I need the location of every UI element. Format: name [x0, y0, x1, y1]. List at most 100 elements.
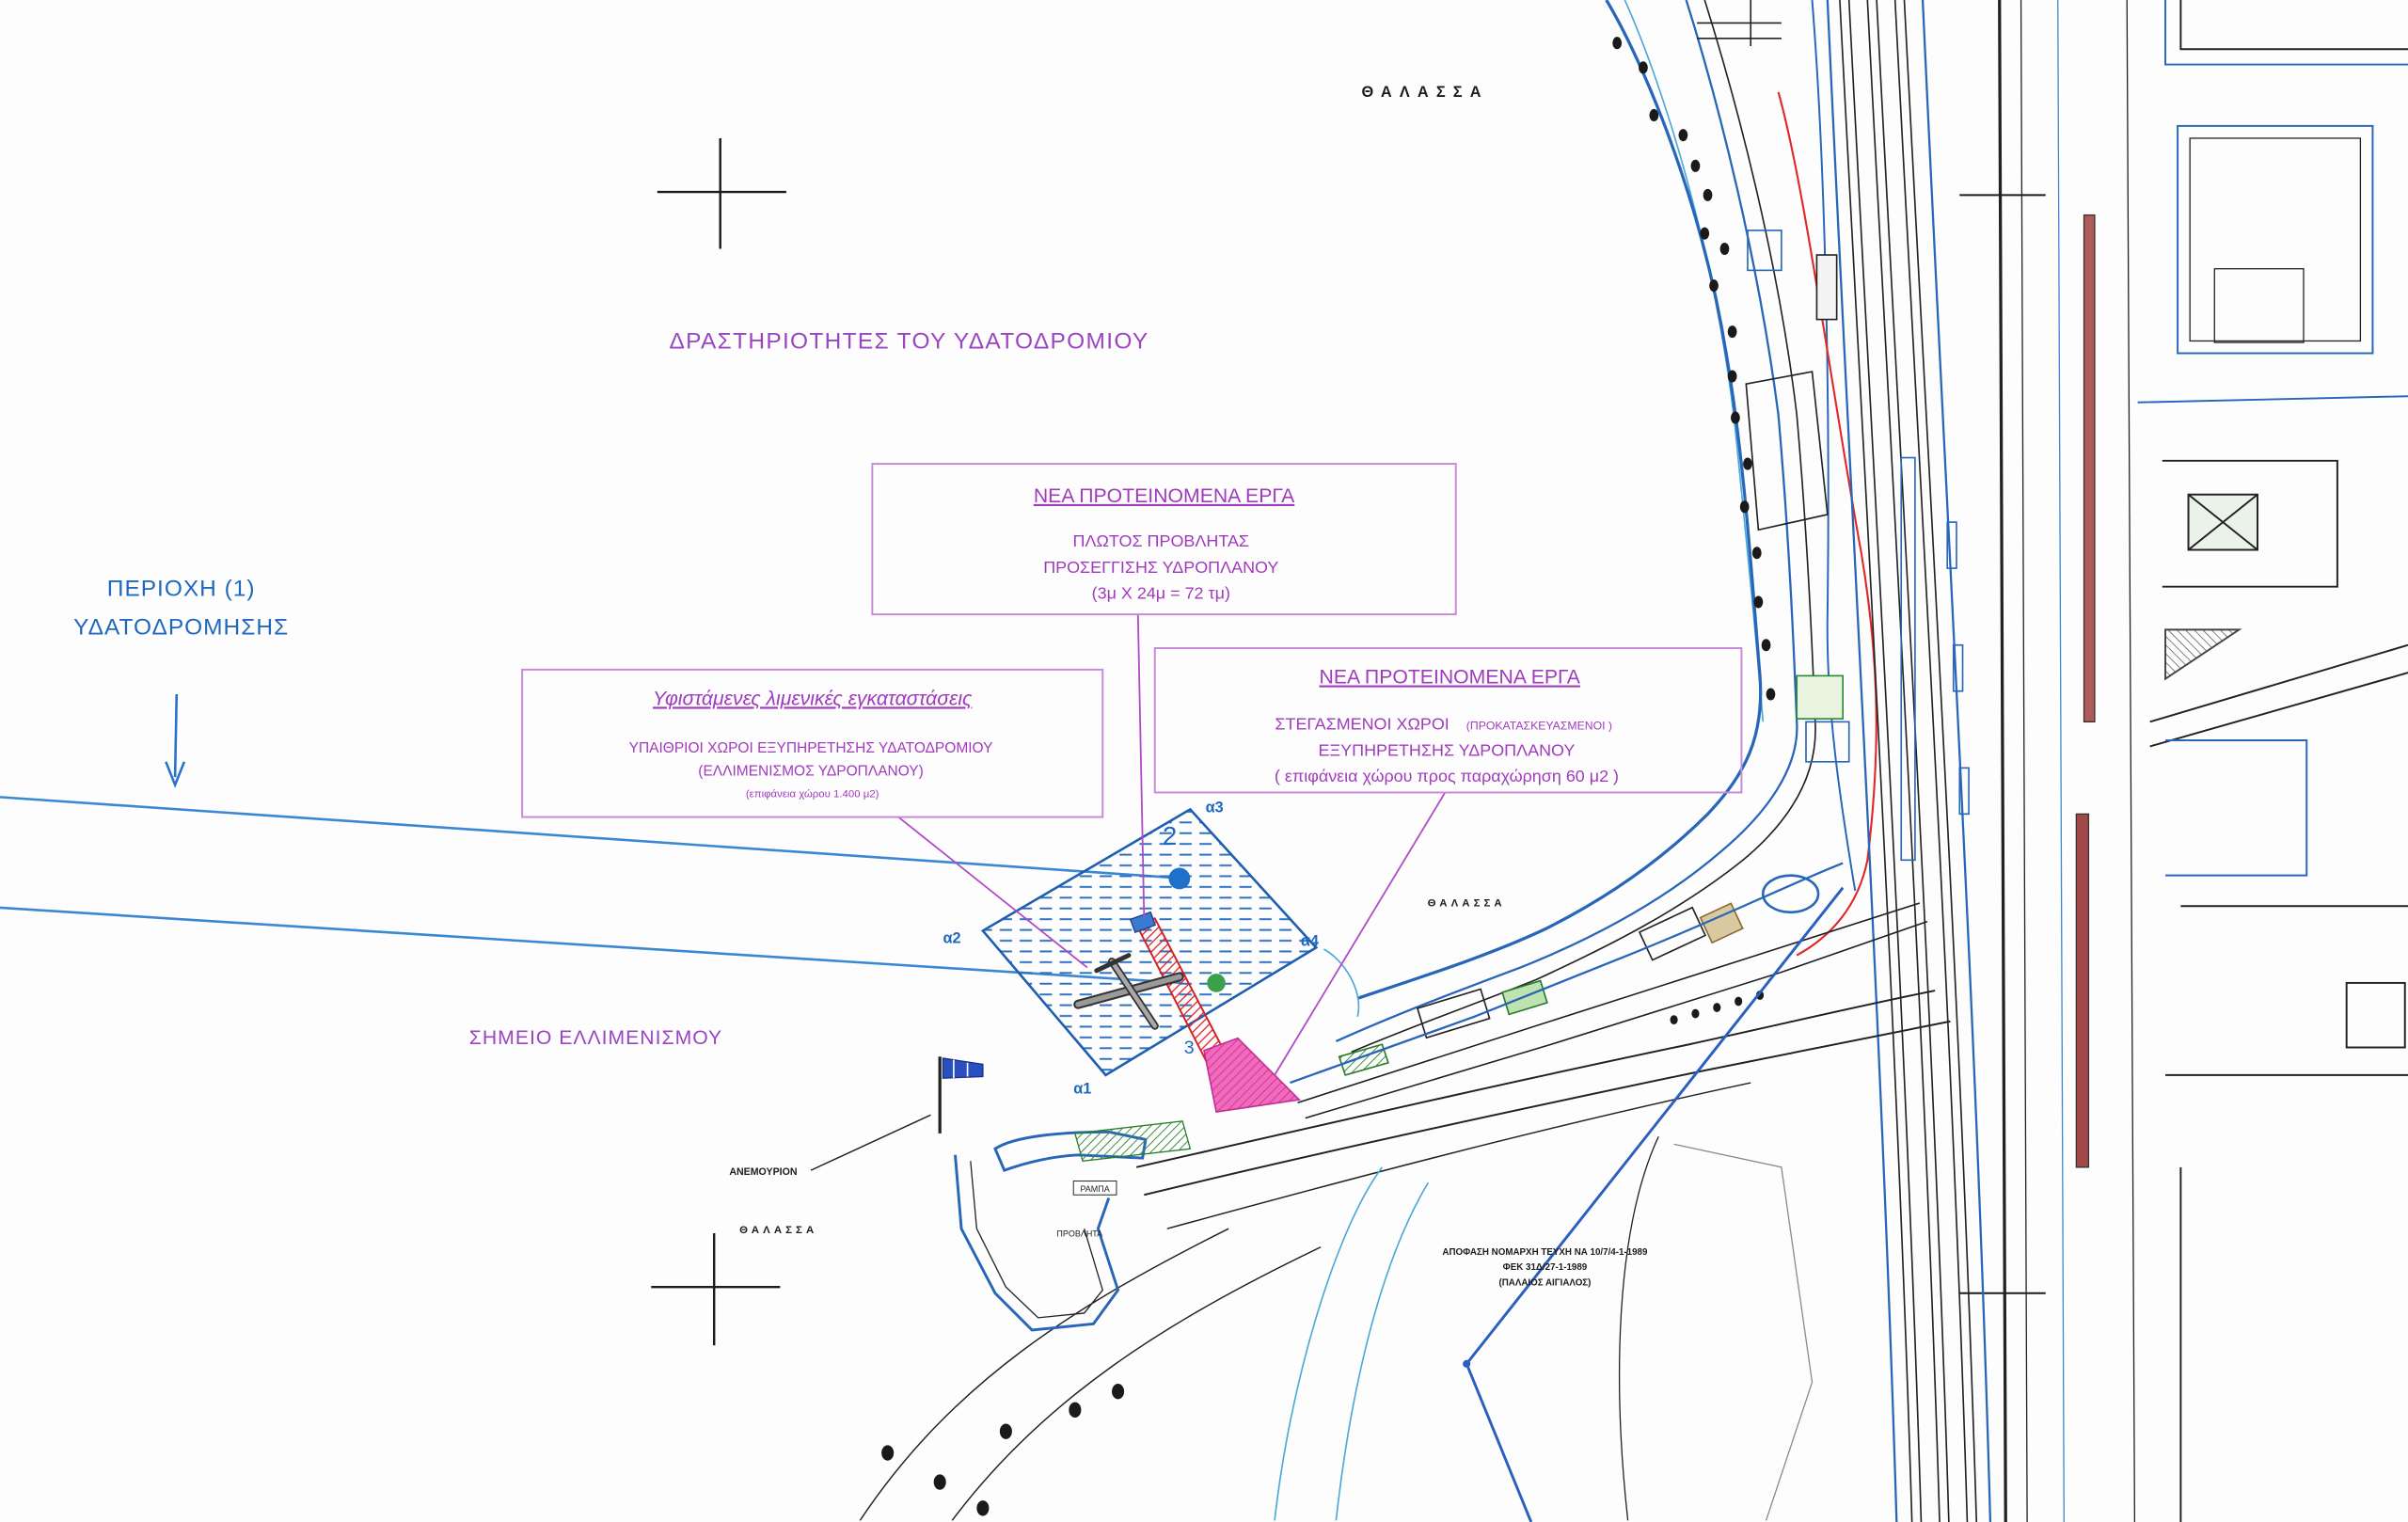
crosshair-icon — [657, 137, 786, 249]
building — [1416, 988, 1491, 1039]
platform — [1952, 643, 1964, 692]
ramp-box — [1072, 1181, 1117, 1196]
tree-symbol — [1691, 1008, 1700, 1019]
tree-symbol — [1727, 370, 1737, 383]
covered-spaces-area — [1203, 1037, 1301, 1113]
windsock-leader — [810, 1114, 931, 1171]
existing-facilities-callout: Υφιστάμενες λιμενικές εγκαταστάσεις ΥΠΑΙ… — [521, 668, 1104, 818]
tree-symbol — [1612, 37, 1623, 50]
tree-symbol — [1703, 188, 1713, 201]
callout-line: ΥΠΑΙΘΡΙΟΙ ΧΩΡΟΙ ΕΞΥΠΗΡΕΤΗΣΗΣ ΥΔΑΤΟΔΡΟΜΙΟ… — [629, 740, 993, 756]
tree-symbol — [1739, 500, 1750, 514]
callout-line-note: (ΠΡΟΚΑΤΑΣΚΕΥΑΣΜΕΝΟΙ ) — [1466, 720, 1612, 733]
callout-title: ΝΕΑ ΠΡΟΤΕΙΝΟΜΕΝΑ ΕΡΓΑ — [1034, 485, 1295, 507]
building — [1638, 906, 1707, 961]
water-area-boundary — [0, 796, 1186, 985]
sea-label-top: ΘΑΛΑΣΣΑ — [1362, 84, 1489, 101]
lower-roads — [859, 862, 1951, 1521]
vertex-label-a2: α2 — [943, 929, 960, 946]
tram-strip — [2083, 214, 2096, 723]
docking-area: α1 α2 α3 α4 2 3 — [943, 800, 1319, 1113]
triangle-block — [2164, 628, 2242, 681]
tree-symbol — [999, 1423, 1012, 1439]
platform — [1958, 767, 1970, 816]
activities-label: ΔΡΑΣΤΗΡΙΟΤΗΤΕΣ ΤΟΥ ΥΔΑΤΟΔΡΟΜΙΟΥ — [670, 329, 1149, 355]
vertex-label-a4: α4 — [1301, 933, 1319, 950]
pier-head — [1129, 911, 1157, 934]
existing-open-area — [1074, 1120, 1192, 1163]
round-structure — [1761, 874, 1820, 914]
old-shoreline-line — [1463, 886, 1845, 1522]
boundary-line-upper — [0, 796, 1186, 880]
tree-symbol — [1713, 1003, 1721, 1012]
coastline — [1323, 0, 1877, 1054]
building — [1805, 721, 1850, 763]
area-label-line2: ΥΔΑΤΟΔΡΟΜΗΣΗΣ — [73, 614, 289, 640]
survey-point — [1463, 1359, 1471, 1368]
green-marker — [1207, 974, 1226, 992]
callout-title: Υφιστάμενες λιμενικές εγκαταστάσεις — [653, 688, 973, 709]
crosshair-icon — [651, 1233, 781, 1346]
tree-symbol — [1731, 411, 1740, 424]
sea-label-middle: ΘΑΛΑΣΣΑ — [1428, 897, 1506, 909]
tree-symbol — [1735, 996, 1743, 1007]
callout-line: ΠΛΩΤΟΣ ΠΡΟΒΛΗΤΑΣ — [1073, 531, 1249, 550]
decision-note-line: ΑΠΟΦΑΣΗ ΝΟΜΑΡΧΗ ΤΕΥΧΗ ΝΑ 10/7/4-1-1989 — [1442, 1247, 1648, 1258]
tree-symbol — [881, 1445, 895, 1461]
vertex-label-a1: α1 — [1073, 1080, 1091, 1097]
tree-symbol — [1678, 129, 1688, 142]
tree-symbol — [1069, 1402, 1082, 1418]
breakwater: ΡΑΜΠΑ ΠΡΟΒΛΗΤΑ — [954, 1120, 1192, 1332]
building — [1745, 371, 1829, 531]
vertex-label-a3: α3 — [1206, 800, 1224, 816]
decision-note: ΑΠΟΦΑΣΗ ΝΟΜΑΡΧΗ ΤΕΥΧΗ ΝΑ 10/7/4-1-1989 Φ… — [1442, 1247, 1648, 1289]
callout-line: ΕΞΥΠΗΡΕΤΗΣΗΣ ΥΔΡΟΠΛΑΝΟΥ — [1319, 740, 1576, 759]
tree-symbol — [1753, 595, 1764, 609]
tree-symbol — [1751, 547, 1762, 560]
tree-symbol — [933, 1474, 946, 1490]
callout-line: (ΕΛΛΙΜΕΝΙΣΜΟΣ ΥΔΡΟΠΛΑΝΟΥ) — [698, 764, 923, 780]
windsock-label: ΑΝΕΜΟΥΡΙΟΝ — [729, 1166, 797, 1178]
floating-pier-callout: ΝΕΑ ΠΡΟΤΕΙΝΟΜΕΝΑ ΕΡΓΑ ΠΛΩΤΟΣ ΠΡΟΒΛΗΤΑΣ Π… — [871, 463, 1457, 616]
down-arrow-icon — [165, 693, 186, 788]
decision-note-line: ΦΕΚ 31Δ/27-1-1989 — [1503, 1262, 1588, 1273]
leader-lines — [897, 614, 1447, 1076]
platform — [1900, 456, 1916, 862]
callout-line: (3μ Χ 24μ = 72 τμ) — [1092, 584, 1230, 603]
tram-strip — [2075, 813, 2090, 1168]
tree-symbol — [1112, 1384, 1125, 1400]
tree-symbol — [1743, 457, 1752, 470]
pier-label: ΠΡΟΒΛΗΤΑ — [1056, 1229, 1102, 1238]
tree-symbol — [1719, 242, 1730, 256]
city-blocks — [2137, 0, 2408, 1522]
tree-symbol — [1727, 325, 1737, 339]
windsock-icon — [938, 1056, 984, 1134]
tree-symbol — [1649, 108, 1659, 121]
building — [2177, 124, 2374, 355]
crossed-box-icon — [2187, 493, 2258, 551]
building — [1699, 902, 1744, 944]
building — [1796, 674, 1844, 720]
tree-symbol — [1690, 159, 1701, 172]
railway — [1826, 0, 1992, 1522]
tree-symbol — [1709, 279, 1719, 293]
point-label-3: 3 — [1184, 1038, 1195, 1058]
building — [2345, 981, 2406, 1049]
callout-line-main: ΣΤΕΓΑΣΜΕΝΟΙ ΧΩΡΟΙ — [1275, 715, 1449, 734]
platform — [1946, 521, 1957, 569]
covered-spaces-callout: ΝΕΑ ΠΡΟΤΕΙΝΟΜΕΝΑ ΕΡΓΑ ΣΤΕΓΑΣΜΕΝΟΙ ΧΩΡΟΙ … — [1153, 647, 1743, 794]
docking-point-label: ΣΗΜΕΙΟ ΕΛΛΙΜΕΝΙΣΜΟΥ — [469, 1027, 722, 1049]
area-label-line1: ΠΕΡΙΟΧΗ (1) — [107, 576, 256, 601]
building — [1747, 230, 1782, 272]
building — [2213, 268, 2305, 343]
tree-symbol — [1639, 61, 1648, 74]
point-label-2: 2 — [1163, 821, 1177, 850]
tree-symbol — [1761, 639, 1771, 652]
callout-line: (επιφάνεια χώρου 1.400 μ2) — [746, 788, 879, 800]
boundary-line-lower — [0, 906, 1183, 985]
avenue — [1998, 0, 2136, 1522]
callout-line: ( επιφάνεια χώρου προς παραχώρηση 60 μ2 … — [1275, 767, 1619, 785]
mooring-buoy — [1168, 867, 1191, 890]
